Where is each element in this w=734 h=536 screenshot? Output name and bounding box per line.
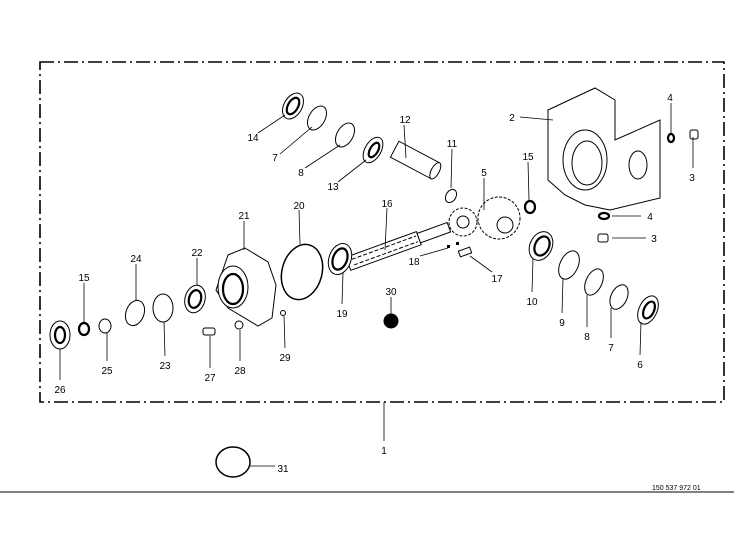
callout-10: 10 <box>526 297 538 308</box>
callout-3: 3 <box>689 173 695 184</box>
part-30-ball <box>383 313 399 329</box>
callout-7: 7 <box>272 153 278 164</box>
part-21-cover <box>215 247 277 327</box>
callout-2: 2 <box>509 113 515 124</box>
part-15-ring-left <box>77 321 91 337</box>
callout-7-right: 7 <box>608 343 614 354</box>
callout-11: 11 <box>447 139 458 150</box>
part-8-ring-right <box>584 268 604 296</box>
callout-28: 28 <box>234 366 246 377</box>
part-25-ring <box>98 318 112 334</box>
part-24-circlip <box>124 299 146 327</box>
part-9-ring <box>558 250 580 280</box>
part-19-bearing <box>327 243 353 275</box>
part-6-seal <box>637 295 659 325</box>
leader-lines <box>59 103 694 467</box>
assembly-frame <box>39 61 725 403</box>
callout-1: 1 <box>381 446 387 457</box>
part-27-bolt <box>202 327 216 336</box>
part-3-plug-lower <box>597 233 609 243</box>
callout-8-right: 8 <box>584 332 590 343</box>
callout-15-left: 15 <box>78 273 90 284</box>
callout-26: 26 <box>54 385 66 396</box>
part-3-plug <box>689 129 699 140</box>
callout-labels: 14 7 8 13 12 11 16 5 15 2 4 3 4 3 18 17 … <box>54 93 695 475</box>
part-4-washer-lower <box>597 211 611 221</box>
callout-14: 14 <box>247 133 259 144</box>
part-2-housing <box>547 87 661 211</box>
part-15-ring <box>523 199 537 215</box>
part-13-seal <box>362 136 384 164</box>
callout-23: 23 <box>159 361 171 372</box>
parts <box>49 87 699 478</box>
callout-3-lower: 3 <box>651 234 657 245</box>
callout-31: 31 <box>277 464 289 475</box>
part-29-ring <box>280 310 286 316</box>
callout-17: 17 <box>491 274 503 285</box>
part-12-sleeve <box>389 140 442 180</box>
callout-29: 29 <box>279 353 291 364</box>
part-23-ring <box>152 293 174 323</box>
callout-18: 18 <box>408 257 420 268</box>
callout-15: 15 <box>522 152 534 163</box>
callout-27: 27 <box>204 373 216 384</box>
part-17-key <box>457 246 473 258</box>
part-20-oring <box>280 243 324 301</box>
part-7-circlip-right <box>609 284 629 310</box>
part-11-oring <box>444 188 458 204</box>
callout-12: 12 <box>399 115 411 126</box>
callout-24: 24 <box>130 254 142 265</box>
part-10-bearing <box>528 231 554 261</box>
callout-4-lower: 4 <box>647 212 653 223</box>
callout-5: 5 <box>481 168 487 179</box>
part-28-washer <box>234 320 244 330</box>
callout-21: 21 <box>238 211 250 222</box>
part-7-circlip <box>307 105 327 131</box>
callout-9: 9 <box>559 318 565 329</box>
part-26-seal <box>49 320 71 350</box>
part-8-ring <box>335 122 355 148</box>
callout-16: 16 <box>381 199 393 210</box>
callout-8: 8 <box>298 168 304 179</box>
callout-22: 22 <box>191 248 203 259</box>
part-14-seal <box>282 92 304 120</box>
callout-13: 13 <box>327 182 339 193</box>
callout-4: 4 <box>667 93 673 104</box>
callout-19: 19 <box>336 309 348 320</box>
part-18-pins <box>447 245 450 248</box>
callout-30: 30 <box>385 287 397 298</box>
part-22-bearing <box>184 284 206 314</box>
callout-25: 25 <box>101 366 113 377</box>
part-16-shaft <box>345 221 452 272</box>
drawing-number: 150 537 972 01 <box>652 485 701 492</box>
part-4-washer <box>666 132 676 144</box>
callout-20: 20 <box>293 201 305 212</box>
callout-6: 6 <box>637 360 643 371</box>
part-31-clamp <box>215 446 251 478</box>
